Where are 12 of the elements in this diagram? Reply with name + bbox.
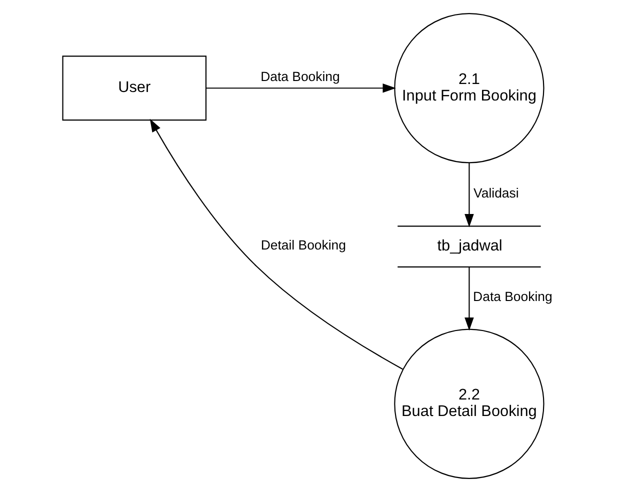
arrow — [150, 118, 403, 370]
edge-label: Data Booking — [473, 288, 552, 304]
arrow — [206, 83, 396, 92]
edge-label: Data Booking — [260, 68, 340, 84]
arrow — [464, 162, 474, 227]
node-circle: 2.1 Input Form Booking — [394, 12, 544, 163]
node-circle: 2.2 Buat Detail Booking — [394, 328, 544, 478]
node-text: tb_jadwal — [437, 237, 502, 254]
node-box: User — [62, 55, 207, 120]
edge-label: Detail Booking — [260, 236, 346, 252]
edge-label: Validasi — [474, 185, 519, 200]
arrow — [464, 266, 474, 330]
